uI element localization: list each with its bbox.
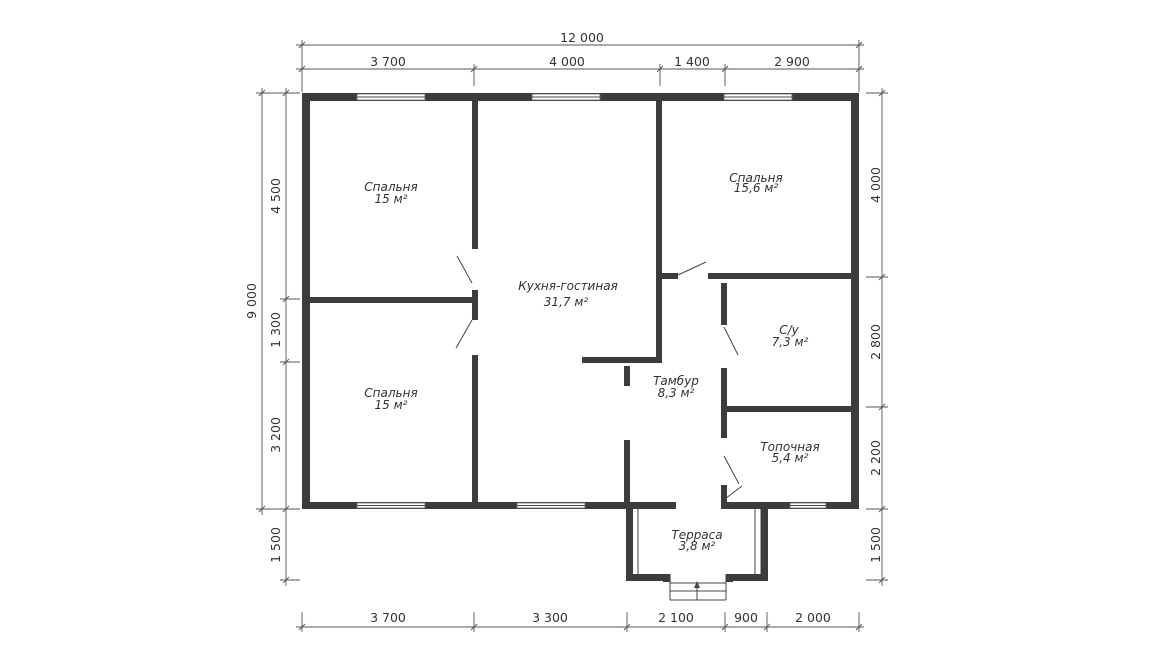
room-name-vestibule: Тамбур bbox=[653, 374, 699, 388]
room-area-terrace: 3,8 м² bbox=[679, 539, 716, 553]
room-name-bedroom-3: Спальня bbox=[729, 171, 782, 185]
room-area-bedroom-2: 15 м² bbox=[375, 398, 408, 412]
dim-bottom-seg-1: 3 700 bbox=[370, 610, 406, 625]
room-name-kitchen-living: Кухня-гостиная bbox=[518, 279, 618, 293]
dim-left-seg-2: 1 300 bbox=[268, 312, 283, 348]
dim-right-seg-4: 1 500 bbox=[868, 527, 883, 563]
dim-bottom-seg-5: 2 000 bbox=[795, 610, 831, 625]
dim-left-seg-3: 3 200 bbox=[268, 417, 283, 453]
room-name-bathroom: С/у bbox=[779, 323, 799, 337]
windows bbox=[356, 93, 827, 509]
terrace bbox=[631, 509, 762, 601]
right-dimensions: 4 000 2 800 2 200 1 500 bbox=[866, 88, 888, 586]
room-name-bedroom-2: Спальня bbox=[364, 386, 417, 400]
room-area-bathroom: 7,3 м² bbox=[772, 335, 809, 349]
bottom-dimensions: 3 700 3 300 2 100 900 2 000 bbox=[296, 610, 864, 632]
dim-right-seg-1: 4 000 bbox=[868, 167, 883, 203]
dim-top-total: 12 000 bbox=[560, 30, 604, 45]
left-dimensions: 9 000 4 500 1 300 3 200 1 500 bbox=[244, 88, 300, 586]
dim-left-seg-4: 1 500 bbox=[268, 527, 283, 563]
doors bbox=[455, 255, 743, 503]
dim-top-seg-4: 2 900 bbox=[774, 54, 810, 69]
dim-bottom-seg-2: 3 300 bbox=[532, 610, 568, 625]
dim-top-seg-2: 4 000 bbox=[549, 54, 585, 69]
room-area-kitchen-living: 31,7 м² bbox=[544, 295, 589, 309]
room-area-vestibule: 8,3 м² bbox=[658, 386, 695, 400]
dim-right-seg-2: 2 800 bbox=[868, 324, 883, 360]
top-dimensions: 12 000 3 700 4 000 1 400 2 900 bbox=[296, 30, 864, 92]
room-labels: Спальня 15 м² Спальня 15 м² Кухня-гостин… bbox=[364, 171, 819, 553]
dim-top-seg-3: 1 400 bbox=[674, 54, 710, 69]
dim-bottom-seg-4: 900 bbox=[734, 610, 758, 625]
dim-left-total: 9 000 bbox=[244, 283, 259, 319]
room-name-boiler-room: Топочная bbox=[760, 440, 819, 454]
dim-right-seg-3: 2 200 bbox=[868, 440, 883, 476]
room-area-bedroom-3: 15,6 м² bbox=[734, 181, 779, 195]
room-area-boiler-room: 5,4 м² bbox=[772, 451, 809, 465]
dim-left-seg-1: 4 500 bbox=[268, 178, 283, 214]
dim-top-seg-1: 3 700 bbox=[370, 54, 406, 69]
room-name-terrace: Терраса bbox=[671, 528, 722, 542]
dim-bottom-seg-3: 2 100 bbox=[658, 610, 694, 625]
room-area-bedroom-1: 15 м² bbox=[375, 192, 408, 206]
terrace-posts bbox=[626, 509, 768, 582]
room-name-bedroom-1: Спальня bbox=[364, 180, 417, 194]
